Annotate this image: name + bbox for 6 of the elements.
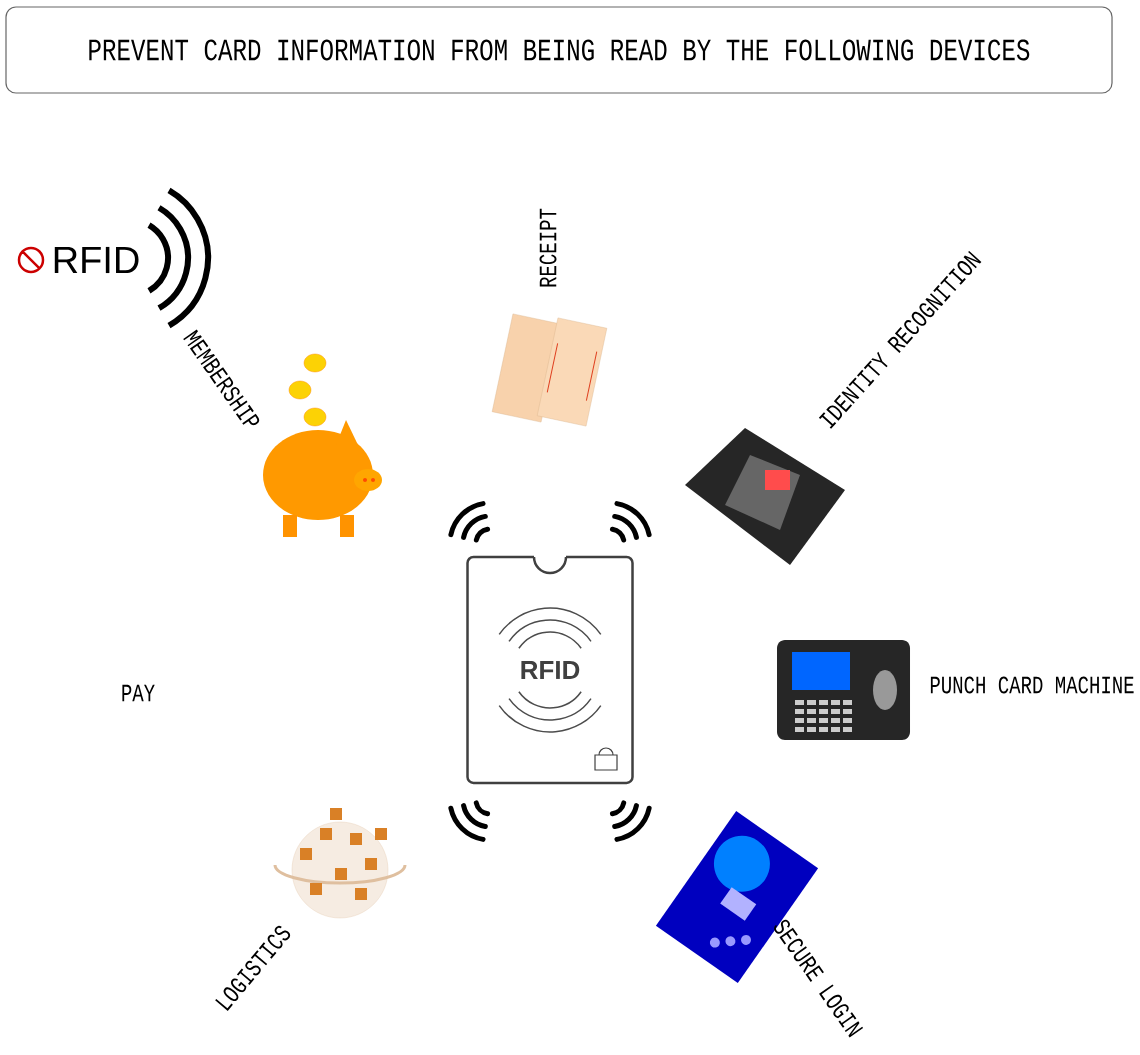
category-label: RECEIPT [539, 208, 557, 287]
card-sleeve: RFID [466, 555, 634, 785]
rfid-sign-text: RFID [54, 246, 139, 274]
category-label: PUNCH CARD MACHINE [930, 676, 1134, 694]
title-box: PREVENT CARD INFORMATION FROM BEING READ BY THE FOLLOWING DEVICES [5, 6, 1113, 94]
category-label: PAY [122, 684, 155, 702]
